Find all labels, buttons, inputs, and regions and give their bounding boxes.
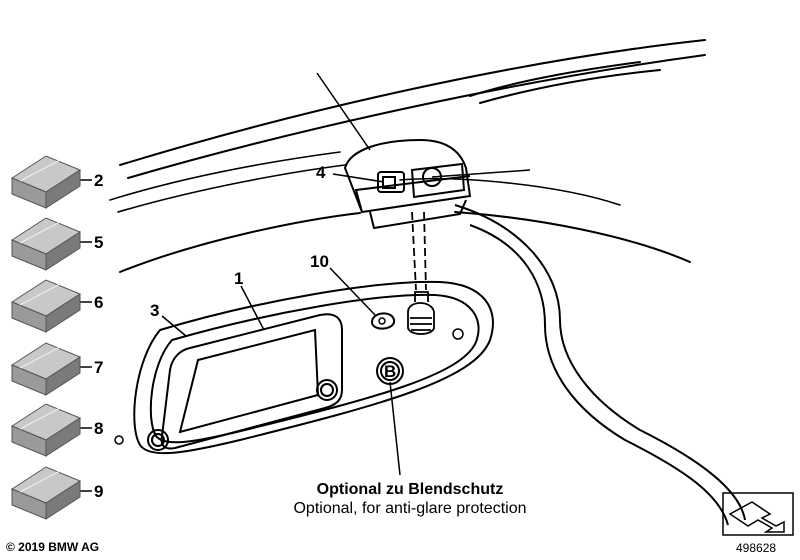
callout-1: 1 xyxy=(234,269,243,288)
inner-panel xyxy=(454,204,746,526)
callout-8: 8 xyxy=(94,419,103,438)
view-navigation-icon xyxy=(722,492,794,536)
callout-7: 7 xyxy=(94,358,103,377)
diagram-id: 498628 xyxy=(736,541,777,555)
callout-4: 4 xyxy=(316,163,326,182)
callout-5: 5 xyxy=(94,233,103,252)
roof-headliner xyxy=(109,39,706,273)
copyright: © 2019 BMW AG xyxy=(6,540,100,554)
part-box-2 xyxy=(10,155,82,209)
part-box-7 xyxy=(10,342,82,396)
part-box-8 xyxy=(10,403,82,457)
optional-note-german: Optional zu Blendschutz xyxy=(316,481,504,498)
callout-6: 6 xyxy=(94,293,103,312)
callout-3: 3 xyxy=(150,301,159,320)
callout-9: 9 xyxy=(94,482,103,501)
reading-lamp xyxy=(343,138,472,230)
part-box-9 xyxy=(10,466,82,520)
overhead-console xyxy=(114,280,494,455)
callout-2: 2 xyxy=(94,171,103,190)
leader-lines xyxy=(80,72,531,492)
callout-10: 10 xyxy=(310,252,329,271)
callout-b: B xyxy=(384,362,396,381)
optional-note-english: Optional, for anti-glare protection xyxy=(293,500,527,517)
part-box-6 xyxy=(10,279,82,333)
part-box-5 xyxy=(10,217,82,271)
connector xyxy=(407,211,435,335)
